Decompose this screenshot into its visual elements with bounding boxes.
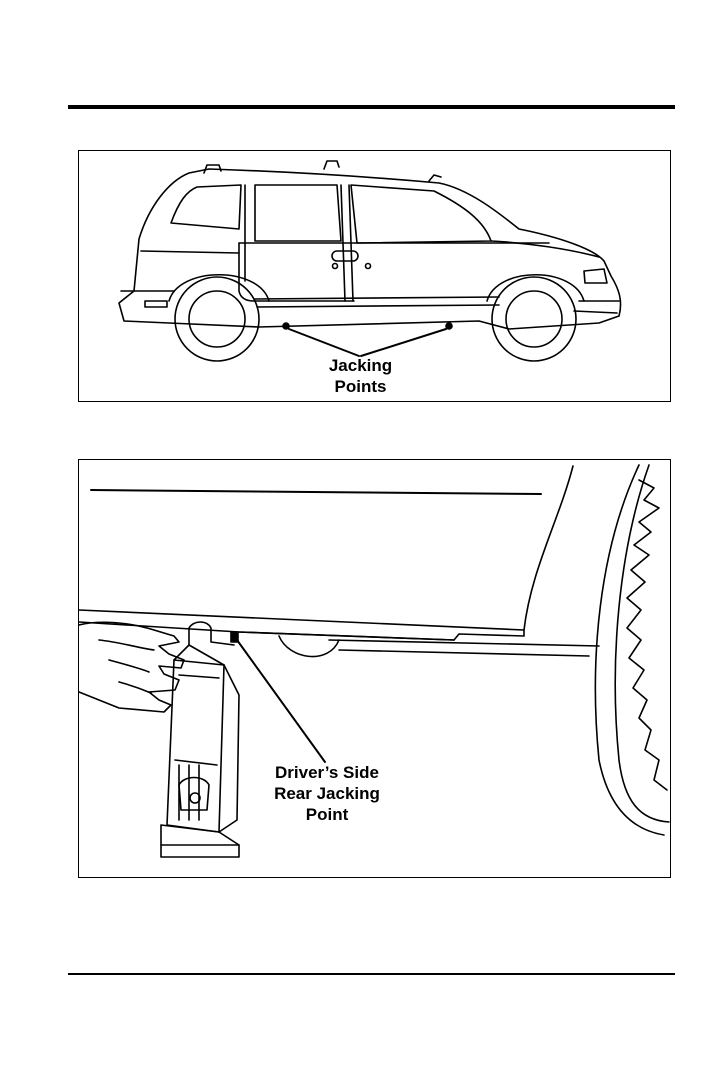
underbody-line xyxy=(239,632,599,656)
callout-line xyxy=(237,640,325,762)
van-jacking-points-figure: Jacking Points xyxy=(78,150,671,402)
front-bumper xyxy=(574,301,619,313)
van-body-outline xyxy=(119,169,621,329)
callout-arrow xyxy=(289,329,446,356)
rocker-line xyxy=(254,297,499,307)
rear-bumper xyxy=(121,291,174,307)
rear-jacking-point xyxy=(283,323,289,329)
jack-base xyxy=(161,825,239,857)
door-edge xyxy=(524,466,573,630)
jack-head xyxy=(189,622,234,645)
headlight xyxy=(584,269,607,283)
tire-tread xyxy=(627,480,667,790)
drivers-side-jacking-point-label: Driver’s Side Rear Jacking Point xyxy=(262,762,392,825)
rear-wheel xyxy=(175,277,259,361)
side-window-1 xyxy=(255,185,341,241)
side-window-2 xyxy=(351,185,491,243)
front-jacking-point xyxy=(446,323,452,329)
footer-rule xyxy=(68,973,675,975)
front-wheel xyxy=(492,277,576,361)
hand xyxy=(79,622,184,712)
roof-rack xyxy=(204,161,441,181)
jack-placement-figure: Driver’s Side Rear Jacking Point xyxy=(78,459,671,878)
rocker-panel xyxy=(79,610,524,640)
rear-window xyxy=(171,185,241,229)
jacking-points-label: Jacking Points xyxy=(303,355,418,397)
body-crease-line xyxy=(91,490,541,494)
jack-column xyxy=(167,645,224,832)
header-rule xyxy=(68,105,675,109)
door-handle xyxy=(332,251,358,261)
